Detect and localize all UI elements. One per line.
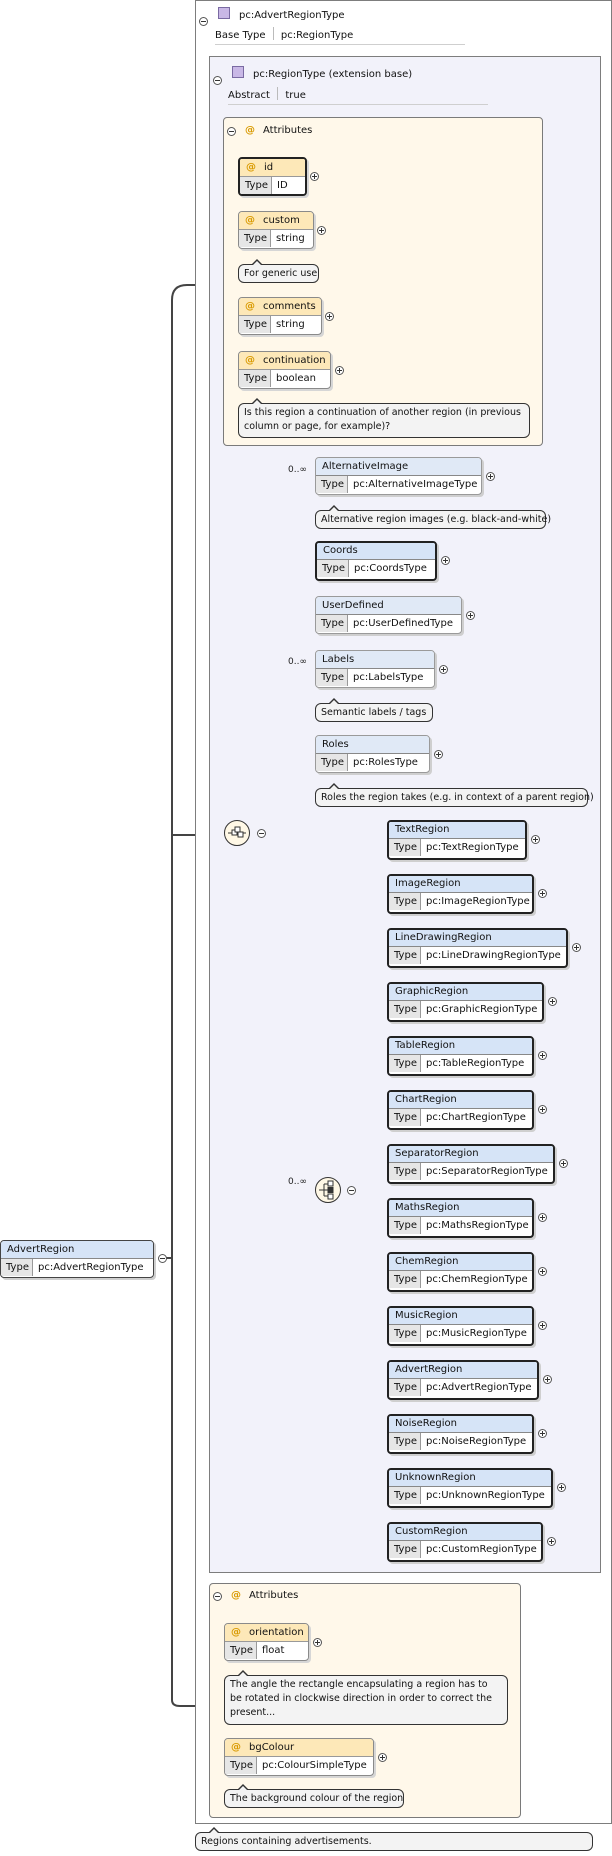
expand-coords-icon[interactable]	[441, 556, 450, 565]
expand-music-region-icon[interactable]	[538, 1321, 547, 1330]
expand-line-drawing-region-icon[interactable]	[572, 943, 581, 952]
complex-type-title: pc:AdvertRegionType	[218, 7, 345, 21]
advert-attributes-title: @Attributes	[231, 1590, 299, 1601]
expand-graphic-region-icon[interactable]	[548, 997, 557, 1006]
choice-compositor-icon[interactable]	[315, 1177, 341, 1203]
collapse-advert-attributes-icon[interactable]	[213, 1592, 222, 1601]
expand-comments-icon[interactable]	[325, 312, 334, 321]
expand-image-region-icon[interactable]	[538, 889, 547, 898]
expand-custom-region-icon[interactable]	[547, 1537, 556, 1546]
expand-text-region-icon[interactable]	[531, 835, 540, 844]
collapse-extension-icon[interactable]	[213, 76, 222, 85]
collapse-sequence-icon[interactable]	[257, 829, 266, 838]
expand-separator-region-icon[interactable]	[559, 1159, 568, 1168]
expand-roles-icon[interactable]	[434, 750, 443, 759]
expand-id-icon[interactable]	[310, 172, 319, 181]
doc-bg-colour: The background colour of the region	[224, 1784, 404, 1808]
doc-orientation: The angle the rectangle encapsulating a …	[224, 1670, 508, 1725]
collapse-attributes-icon[interactable]	[227, 127, 236, 136]
complex-type-icon	[218, 7, 230, 19]
expand-advert-region-icon[interactable]	[543, 1375, 552, 1384]
doc-continuation: Is this region a continuation of another…	[238, 398, 530, 438]
expand-alternative-image-icon[interactable]	[486, 472, 495, 481]
collapse-root-icon[interactable]	[158, 1254, 167, 1263]
expand-table-region-icon[interactable]	[538, 1051, 547, 1060]
doc-labels: Semantic labels / tags	[315, 698, 433, 722]
collapse-complex-type-icon[interactable]	[199, 17, 208, 26]
expand-custom-icon[interactable]	[317, 226, 326, 235]
doc-custom: For generic use	[238, 259, 319, 283]
doc-root: Regions containing advertisements.	[195, 1827, 593, 1851]
multiplicity-choice: 0..∞	[288, 1177, 307, 1187]
collapse-choice-icon[interactable]	[347, 1186, 356, 1195]
expand-bg-colour-icon[interactable]	[378, 1753, 387, 1762]
expand-maths-region-icon[interactable]	[538, 1213, 547, 1222]
extension-title: pc:RegionType (extension base)	[232, 66, 412, 80]
expand-chart-region-icon[interactable]	[538, 1105, 547, 1114]
abstract-row: Abstract true	[228, 87, 306, 101]
expand-labels-icon[interactable]	[439, 665, 448, 674]
doc-alternative-image: Alternative region images (e.g. black-an…	[315, 505, 551, 529]
expand-continuation-icon[interactable]	[335, 366, 344, 375]
doc-roles: Roles the region takes (e.g. in context …	[315, 783, 594, 807]
base-type-row: Base Type pc:RegionType	[215, 27, 353, 41]
expand-unknown-region-icon[interactable]	[557, 1483, 566, 1492]
expand-user-defined-icon[interactable]	[466, 611, 475, 620]
complex-type-icon	[232, 66, 244, 78]
expand-orientation-icon[interactable]	[313, 1638, 322, 1647]
attributes-title: @Attributes	[245, 125, 313, 136]
multiplicity-alternative-image: 0..∞	[288, 465, 307, 475]
sequence-compositor-icon[interactable]	[224, 820, 250, 846]
expand-noise-region-icon[interactable]	[538, 1429, 547, 1438]
multiplicity-labels: 0..∞	[288, 657, 307, 667]
expand-chem-region-icon[interactable]	[538, 1267, 547, 1276]
